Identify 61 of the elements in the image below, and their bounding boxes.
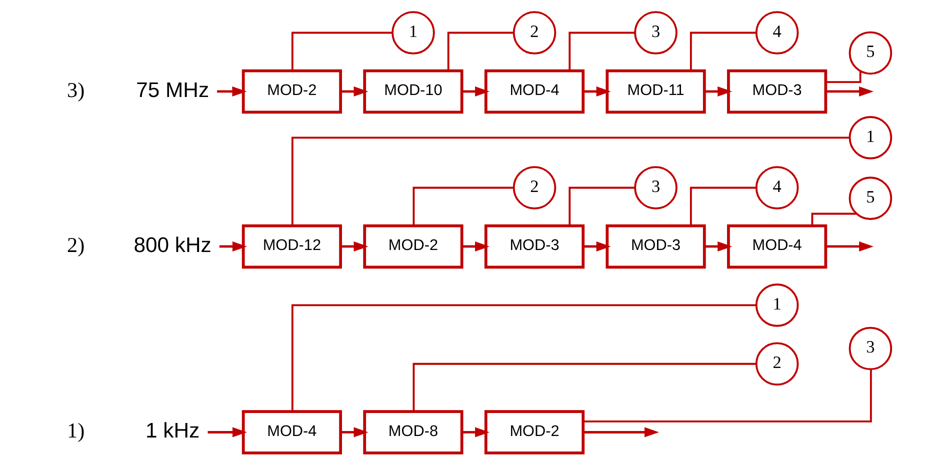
- arrow: [340, 86, 368, 97]
- node-box: MOD-2: [363, 224, 464, 269]
- node-box: MOD-10: [363, 69, 464, 114]
- node-box: MOD-11: [606, 69, 706, 114]
- node-circle: 1: [392, 11, 435, 54]
- arrow: [219, 241, 247, 252]
- node-box: MOD-4: [242, 410, 342, 454]
- node-circle: 2: [512, 166, 556, 210]
- label: 3): [67, 78, 85, 102]
- arrow: [583, 241, 611, 252]
- arrow: [208, 427, 247, 438]
- node-box: MOD-12: [242, 224, 342, 269]
- arrow: [583, 427, 659, 438]
- node-box: MOD-8: [363, 410, 464, 454]
- node-text: 1 kHz: [146, 420, 200, 443]
- label: 2): [67, 232, 85, 257]
- arrow: [462, 241, 490, 252]
- label: 1): [67, 418, 85, 443]
- connector: [412, 186, 514, 226]
- node-circle: 3: [634, 166, 678, 210]
- node-circle: 3: [848, 326, 892, 370]
- connector: [583, 369, 872, 422]
- connector: [412, 362, 756, 412]
- connector: [291, 136, 850, 226]
- node-circle: 1: [848, 116, 892, 160]
- connector: [690, 186, 756, 226]
- node-circle: 5: [848, 176, 892, 220]
- arrow: [826, 86, 874, 97]
- node-box: MOD-3: [484, 224, 585, 269]
- connector: [447, 32, 514, 71]
- node-circle: 4: [755, 166, 799, 210]
- arrow: [704, 86, 732, 97]
- node-circle: 2: [755, 342, 799, 386]
- node-text: 75 MHz: [136, 78, 210, 102]
- node-box: MOD-2: [484, 410, 585, 454]
- connector: [568, 186, 635, 226]
- node-circle: 3: [634, 11, 678, 54]
- node-circle: 5: [848, 31, 892, 75]
- arrow: [583, 86, 611, 97]
- arrow: [826, 241, 874, 252]
- node-circle: 2: [512, 11, 556, 54]
- node-box: MOD-2: [242, 69, 342, 114]
- node-box: MOD-4: [727, 224, 828, 269]
- node-circle: 4: [755, 11, 799, 54]
- node-circle: 1: [755, 284, 799, 327]
- node-text: 800 kHz: [134, 234, 212, 257]
- connector: [291, 304, 756, 412]
- connector: [811, 212, 856, 226]
- connector: [568, 32, 635, 71]
- connector: [690, 32, 756, 71]
- node-box: MOD-4: [484, 69, 585, 114]
- node-box: MOD-3: [727, 69, 828, 114]
- connector: [826, 71, 862, 84]
- arrow: [340, 427, 368, 438]
- node-box: MOD-3: [606, 224, 706, 269]
- arrow: [462, 427, 490, 438]
- arrow: [462, 86, 490, 97]
- connector: [291, 32, 392, 71]
- arrow: [704, 241, 732, 252]
- arrow: [340, 241, 368, 252]
- arrow: [217, 86, 247, 97]
